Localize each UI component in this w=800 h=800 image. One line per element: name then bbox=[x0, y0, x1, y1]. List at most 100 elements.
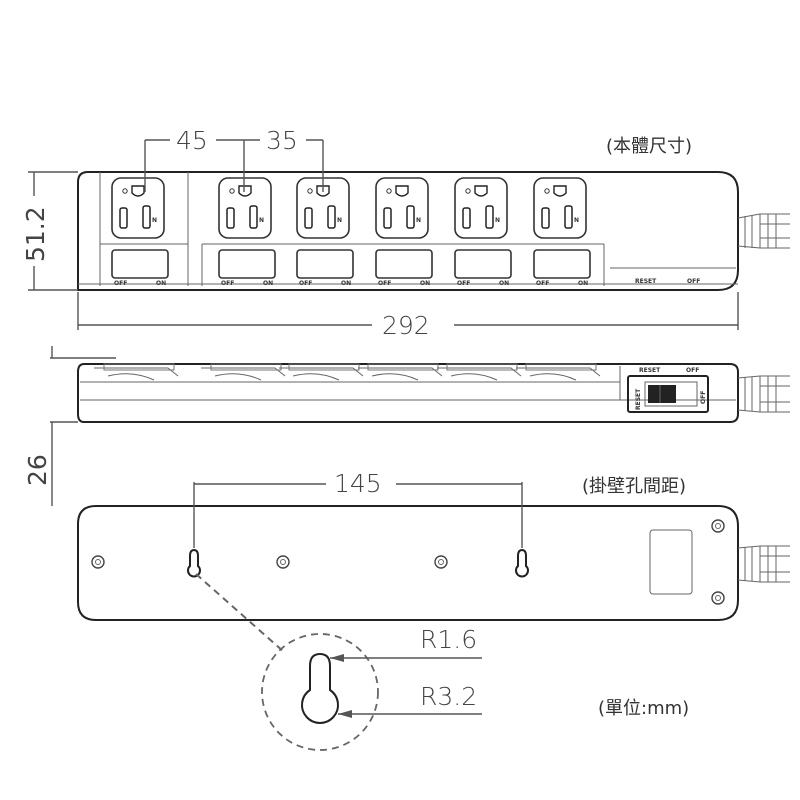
socket-face bbox=[375, 177, 429, 239]
keyhole-right bbox=[515, 548, 529, 578]
side-bump bbox=[516, 367, 601, 381]
spacing-a-label: 45 bbox=[176, 126, 208, 155]
neutral-letter: N bbox=[495, 217, 500, 224]
detail-keyhole bbox=[301, 652, 339, 724]
side-bump bbox=[201, 367, 286, 381]
detail-leader bbox=[195, 573, 285, 653]
outlet-switch bbox=[111, 249, 169, 279]
neutral-letter: N bbox=[574, 217, 579, 224]
socket-face bbox=[111, 177, 165, 239]
screw-hole bbox=[711, 591, 725, 605]
outlet-switch bbox=[375, 249, 433, 279]
power-cord-bottom bbox=[737, 545, 790, 583]
side-outlet-bumps bbox=[94, 363, 601, 381]
side-bump bbox=[94, 367, 179, 381]
indicator-light bbox=[465, 188, 471, 194]
switch-on-label: ON bbox=[263, 280, 273, 287]
bottom-screws bbox=[91, 519, 725, 605]
socket-slot bbox=[119, 207, 128, 229]
side-reset-vertical: RESET bbox=[635, 388, 642, 410]
socket-slot bbox=[383, 207, 392, 229]
ground-pin bbox=[238, 185, 252, 197]
screw-hole bbox=[711, 519, 725, 533]
side-reset-label: RESET bbox=[639, 367, 661, 374]
socket-face bbox=[454, 177, 508, 239]
power-cord-top bbox=[737, 213, 790, 249]
side-socket-edge bbox=[525, 363, 597, 371]
height-dimension: 51.2 bbox=[21, 171, 78, 291]
socket-slot bbox=[485, 205, 494, 229]
side-off-label: OFF bbox=[686, 367, 699, 374]
group-divider-left bbox=[99, 172, 189, 286]
screw-hole bbox=[434, 555, 448, 569]
top-view-body bbox=[77, 171, 739, 291]
hole-spacing-label: 145 bbox=[334, 469, 382, 498]
side-socket-edge bbox=[367, 363, 439, 371]
height-label: 51.2 bbox=[21, 206, 50, 262]
ground-pin bbox=[474, 185, 488, 197]
ground-pin bbox=[131, 185, 145, 197]
outlet-switch bbox=[218, 249, 276, 279]
indicator-light bbox=[544, 188, 550, 194]
side-bump bbox=[279, 367, 364, 381]
neutral-letter: N bbox=[416, 217, 421, 224]
ground-pin bbox=[553, 185, 567, 197]
spacing-dimensions: 45 35 bbox=[144, 126, 324, 192]
switch-on-label: ON bbox=[156, 280, 166, 287]
socket-slot bbox=[327, 205, 336, 229]
switch-on-label: ON bbox=[499, 280, 509, 287]
spacing-b-label: 35 bbox=[266, 126, 298, 155]
socket-slot bbox=[541, 207, 550, 229]
side-view: RESET OFF RESET OFF 26 bbox=[23, 346, 790, 506]
bottom-view: 145 (掛壁孔間距) bbox=[77, 469, 790, 621]
indicator-light bbox=[386, 188, 392, 194]
socket-slot bbox=[564, 205, 573, 229]
outlet-switch bbox=[533, 249, 591, 279]
group-divider-right bbox=[201, 244, 605, 286]
screw-hole-inner bbox=[438, 559, 444, 565]
length-dimension: 292 bbox=[77, 292, 739, 340]
radius-large-label: R3.2 bbox=[420, 682, 477, 711]
indicator-light bbox=[307, 188, 313, 194]
screw-hole-inner bbox=[715, 595, 721, 601]
bottom-view-body bbox=[77, 505, 739, 621]
screw-hole-inner bbox=[280, 559, 286, 565]
switch-on-label: ON bbox=[420, 280, 430, 287]
side-socket-edge bbox=[288, 363, 360, 371]
screw-hole-inner bbox=[95, 559, 101, 565]
side-view-body bbox=[77, 363, 739, 423]
socket-slot bbox=[406, 205, 415, 229]
neutral-letter: N bbox=[337, 217, 342, 224]
keyhole-left bbox=[187, 548, 201, 578]
caption-wall-hole-spacing: (掛壁孔間距) bbox=[582, 476, 686, 497]
bottom-label-plate bbox=[649, 529, 693, 595]
side-socket-edge bbox=[210, 363, 282, 371]
depth-dimension: 26 bbox=[23, 346, 116, 506]
switch-off-label: OFF bbox=[114, 280, 127, 287]
side-bump bbox=[358, 367, 443, 381]
side-bump bbox=[437, 367, 522, 381]
socket-slot bbox=[142, 205, 151, 229]
outlet-switch bbox=[296, 249, 354, 279]
indicator-light bbox=[229, 188, 235, 194]
depth-label: 26 bbox=[23, 454, 52, 486]
ground-pin bbox=[316, 185, 330, 197]
outlet-unit: N OFF ON bbox=[533, 177, 591, 287]
switch-on-label: ON bbox=[578, 280, 588, 287]
switch-off-label: OFF bbox=[378, 280, 391, 287]
caption-body-size: (本體尺寸) bbox=[606, 136, 692, 157]
indicator-light bbox=[122, 188, 128, 194]
socket-slot bbox=[462, 207, 471, 229]
switch-off-label: OFF bbox=[536, 280, 549, 287]
side-off-vertical: OFF bbox=[700, 391, 707, 404]
ground-pin bbox=[395, 185, 409, 197]
socket-face bbox=[533, 177, 587, 239]
